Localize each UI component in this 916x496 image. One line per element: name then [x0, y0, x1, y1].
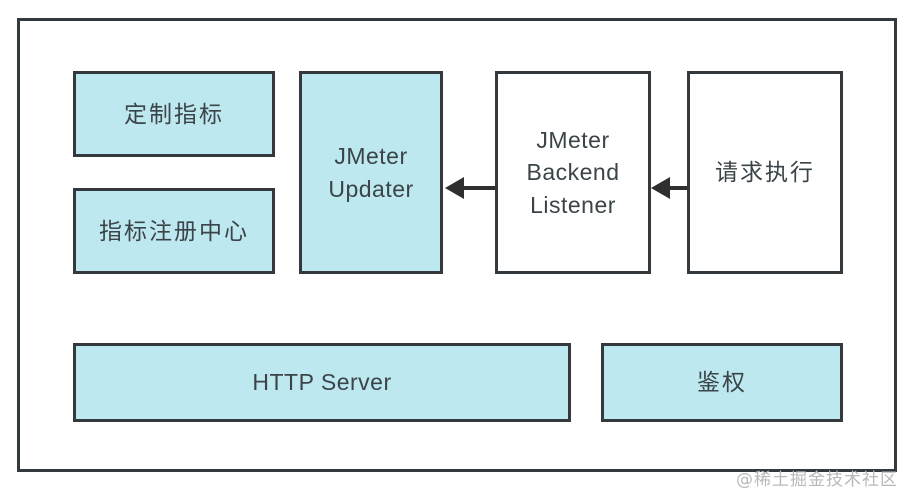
watermark: @稀土掘金技术社区: [736, 470, 898, 490]
node-metrics-registry[interactable]: 指标注册中心: [73, 188, 275, 274]
node-http-server[interactable]: HTTP Server: [73, 343, 571, 422]
node-jmeter-updater-label: JMeter Updater: [328, 142, 414, 202]
node-request-execution[interactable]: 请求执行: [687, 71, 843, 274]
node-metrics-registry-label: 指标注册中心: [99, 217, 249, 244]
node-custom-metrics-label: 定制指标: [124, 100, 224, 127]
node-auth-label: 鉴权: [697, 369, 747, 396]
node-jmeter-backend-listener[interactable]: JMeter Backend Listener: [495, 71, 651, 274]
edge-request-to-listener-shaft: [665, 186, 687, 190]
node-custom-metrics[interactable]: 定制指标: [73, 71, 275, 157]
node-request-execution-label: 请求执行: [715, 159, 815, 186]
node-jmeter-updater[interactable]: JMeter Updater: [299, 71, 443, 274]
node-jmeter-backend-listener-label: JMeter Backend Listener: [526, 126, 620, 218]
edge-listener-to-updater-shaft: [459, 186, 495, 190]
diagram-outer-boundary: 定制指标 指标注册中心 JMeter Updater JMeter Backen…: [17, 18, 897, 472]
node-auth[interactable]: 鉴权: [601, 343, 843, 422]
node-http-server-label: HTTP Server: [252, 369, 392, 396]
edge-request-to-listener-arrowhead: [651, 177, 670, 199]
edge-listener-to-updater-arrowhead: [445, 177, 464, 199]
